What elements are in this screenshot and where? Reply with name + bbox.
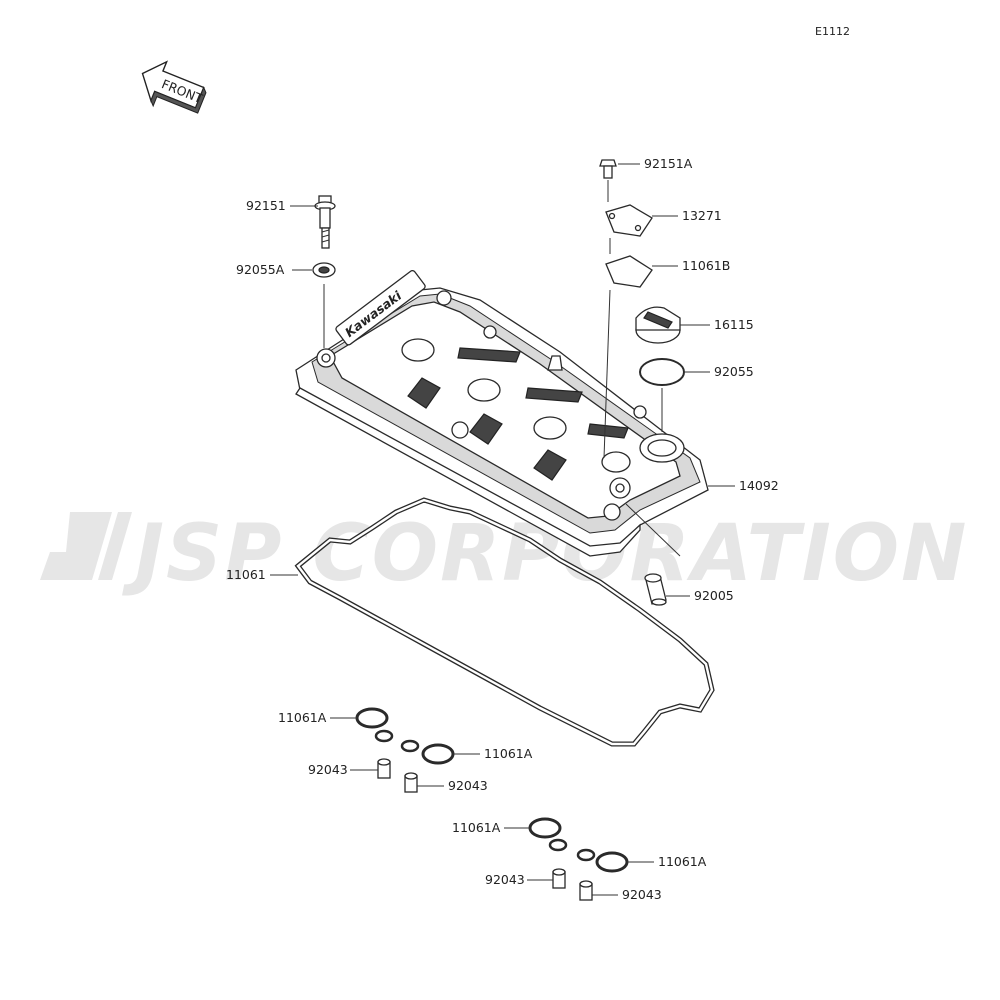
label-92043-2: 92043 — [448, 778, 488, 793]
label-92005: 92005 — [694, 588, 734, 603]
oil-filler-cap-icon — [635, 306, 681, 344]
watermark: JSP CORPORATION — [40, 509, 966, 599]
label-11061A-3: 11061A — [452, 820, 501, 835]
label-92151: 92151 — [246, 198, 286, 213]
washer-92055A-icon — [312, 262, 336, 278]
ring-11061A-3-icon — [528, 817, 562, 839]
bolt-92151-icon — [314, 195, 336, 249]
label-92151A: 92151A — [644, 156, 693, 171]
label-14092: 14092 — [739, 478, 779, 493]
label-11061A-1: 11061A — [278, 710, 327, 725]
sleeve-92043-1-icon — [377, 758, 391, 779]
front-arrow-icon: FRONT — [141, 60, 207, 114]
ring-11061A-4-icon — [595, 851, 629, 873]
label-92043-1: 92043 — [308, 762, 348, 777]
bolt-92151A-icon — [599, 159, 617, 179]
sleeve-92043-2-icon — [404, 772, 418, 793]
ring-small-2-icon — [400, 739, 420, 753]
watermark-logo-mark — [40, 512, 132, 580]
ring-11061A-1-icon — [355, 707, 389, 729]
label-16115: 16115 — [714, 317, 754, 332]
gasket-11061B-icon — [605, 255, 653, 288]
ring-small-4-icon — [576, 848, 596, 862]
ring-small-1-icon — [374, 729, 394, 743]
label-92043-4: 92043 — [622, 887, 662, 902]
label-11061: 11061 — [226, 567, 266, 582]
label-92055: 92055 — [714, 364, 754, 379]
label-13271: 13271 — [682, 208, 722, 223]
diagram-code: E1112 — [815, 25, 850, 38]
plate-13271-icon — [605, 204, 653, 237]
cylinder-head-cover: Kawasaki — [295, 269, 709, 557]
label-11061A-4: 11061A — [658, 854, 707, 869]
label-11061A-2: 11061A — [484, 746, 533, 761]
label-92055A: 92055A — [236, 262, 285, 277]
ring-11061A-2-icon — [421, 743, 455, 765]
label-92043-3: 92043 — [485, 872, 525, 887]
label-11061B: 11061B — [682, 258, 730, 273]
cover-gasket — [294, 497, 715, 747]
sleeve-92043-4-icon — [579, 880, 593, 901]
fitting-92005-icon — [644, 573, 667, 606]
sleeve-92043-3-icon — [552, 868, 566, 889]
ring-small-3-icon — [548, 838, 568, 852]
o-ring-92055-icon — [639, 358, 685, 386]
